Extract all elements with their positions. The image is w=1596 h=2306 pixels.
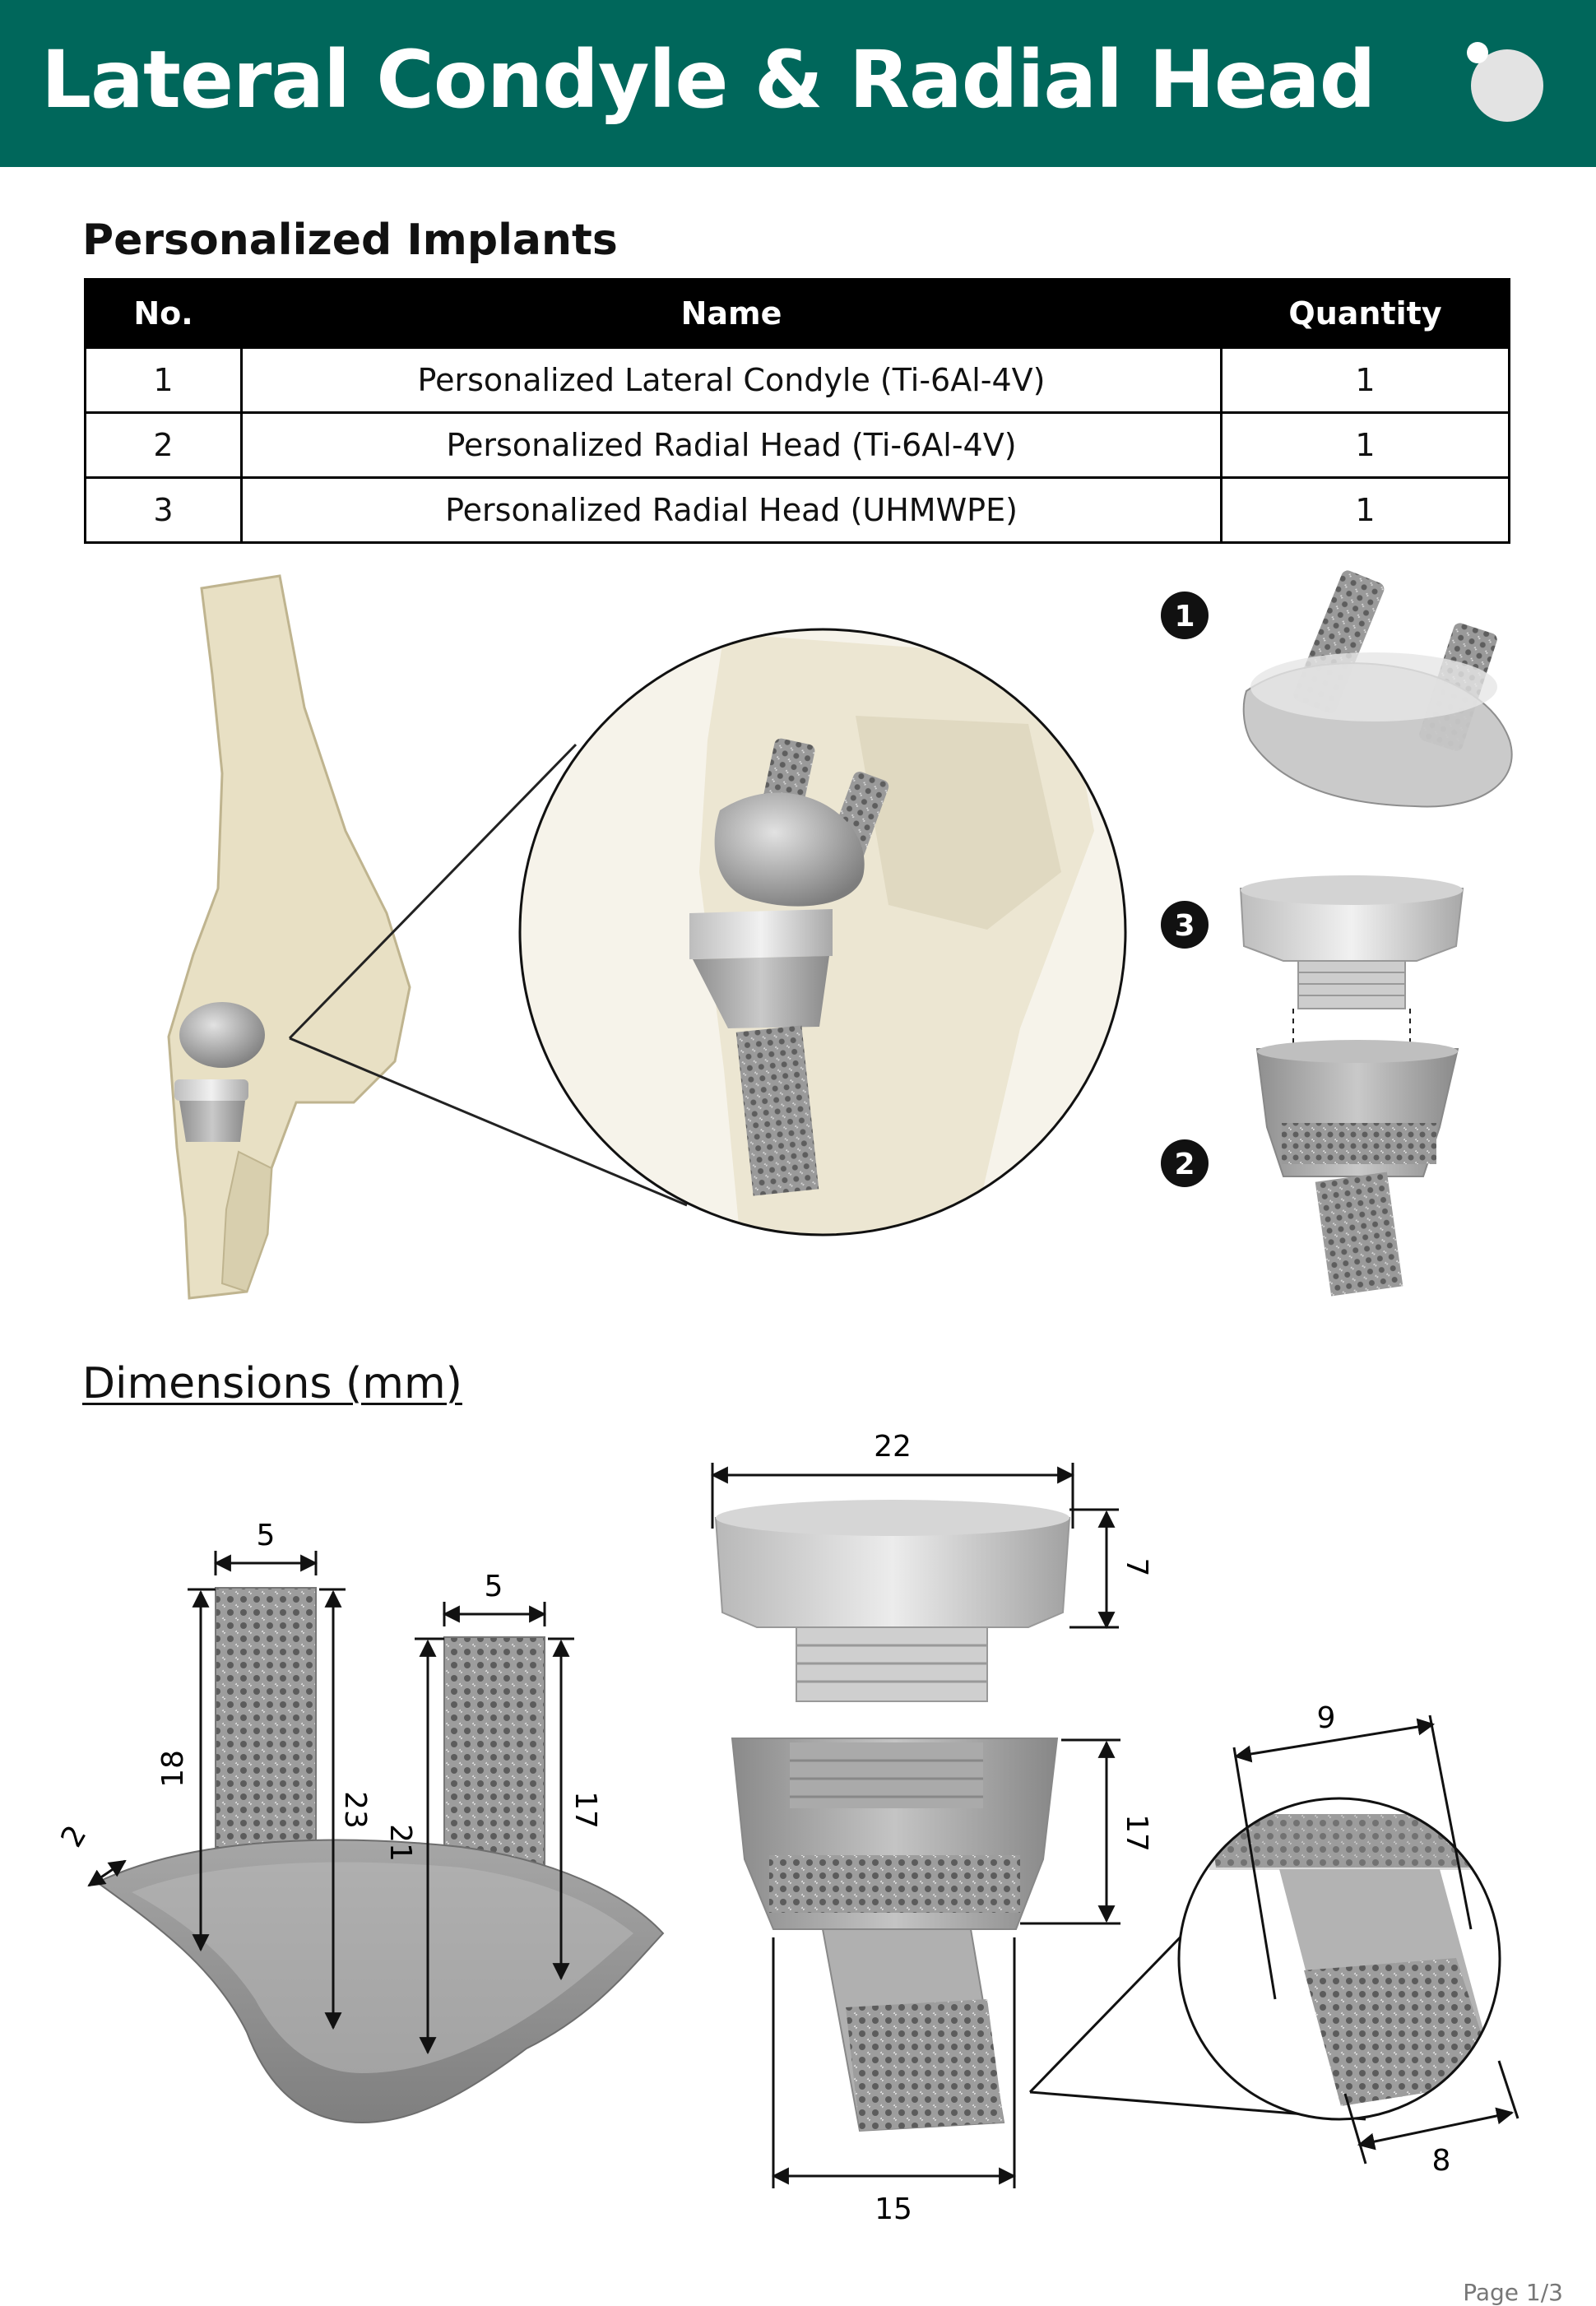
dim-label: 22	[874, 1430, 912, 1464]
cell-name: Personalized Radial Head (UHMWPE)	[240, 476, 1223, 544]
lateral-condyle-part	[1242, 570, 1513, 808]
zoom-detail-circle	[518, 628, 1127, 1237]
column-header-quantity: Quantity	[1220, 278, 1510, 349]
table-header-row: No. Name Quantity	[84, 278, 1510, 349]
cell-no: 1	[84, 346, 243, 414]
column-header-no: No.	[84, 278, 243, 349]
dimensions-drawing: 5 5 18 23 21 17 2 22 7 17	[55, 1430, 1519, 2226]
dim-label: 18	[156, 1750, 190, 1788]
radial-head-dimension-view	[714, 1500, 1071, 2132]
dim-label: 5	[257, 1519, 276, 1552]
brand-logo	[1467, 42, 1543, 122]
implants-heading: Personalized Implants	[82, 216, 618, 265]
table-row: 3 Personalized Radial Head (UHMWPE) 1	[84, 476, 1510, 544]
column-header-name: Name	[240, 278, 1223, 349]
svg-text:3: 3	[1174, 909, 1195, 943]
dim-label: 8	[1432, 2144, 1451, 2178]
dim-label: 7	[1120, 1558, 1153, 1577]
dim-label: 21	[383, 1824, 417, 1862]
elbow-implant-illustration: 1 3 2	[167, 570, 1513, 1300]
dimensions-heading: Dimensions (mm)	[82, 1359, 462, 1408]
radial-head-detail-circle	[1177, 1797, 1501, 2121]
cell-quantity: 1	[1220, 411, 1510, 479]
callout-1: 1	[1161, 592, 1209, 639]
cell-quantity: 1	[1220, 346, 1510, 414]
elbow-bone-model	[167, 574, 411, 1300]
cell-name: Personalized Radial Head (Ti-6Al-4V)	[240, 411, 1223, 479]
cell-no: 2	[84, 411, 243, 479]
implants-table: No. Name Quantity 1 Personalized Lateral…	[84, 278, 1510, 544]
dim-label: 17	[568, 1791, 602, 1829]
ti-radial-head-part	[1255, 1040, 1459, 1297]
svg-text:2: 2	[1174, 1148, 1195, 1181]
dim-label: 5	[485, 1570, 503, 1603]
dim-label: 17	[1120, 1814, 1153, 1852]
page-title: Lateral Condyle & Radial Head	[41, 34, 1376, 126]
callout-3: 3	[1161, 901, 1209, 949]
page-number: Page 1/3	[1463, 2279, 1563, 2306]
table-row: 2 Personalized Radial Head (Ti-6Al-4V) 1	[84, 411, 1510, 479]
table-row: 1 Personalized Lateral Condyle (Ti-6Al-4…	[84, 346, 1510, 414]
uhmwpe-radial-head-part	[1239, 875, 1464, 1049]
dim-label: 2	[55, 1820, 94, 1853]
condyle-dimension-view	[95, 1587, 665, 2124]
page-header: Lateral Condyle & Radial Head	[0, 0, 1596, 167]
cell-no: 3	[84, 476, 243, 544]
cell-name: Personalized Lateral Condyle (Ti-6Al-4V)	[240, 346, 1223, 414]
dim-label: 23	[338, 1791, 372, 1829]
cell-quantity: 1	[1220, 476, 1510, 544]
condyle-implant-small	[179, 1002, 265, 1068]
dim-label: 9	[1317, 1701, 1336, 1735]
callout-2: 2	[1161, 1139, 1209, 1187]
dim-label: 15	[875, 2192, 912, 2226]
svg-text:1: 1	[1174, 600, 1195, 633]
